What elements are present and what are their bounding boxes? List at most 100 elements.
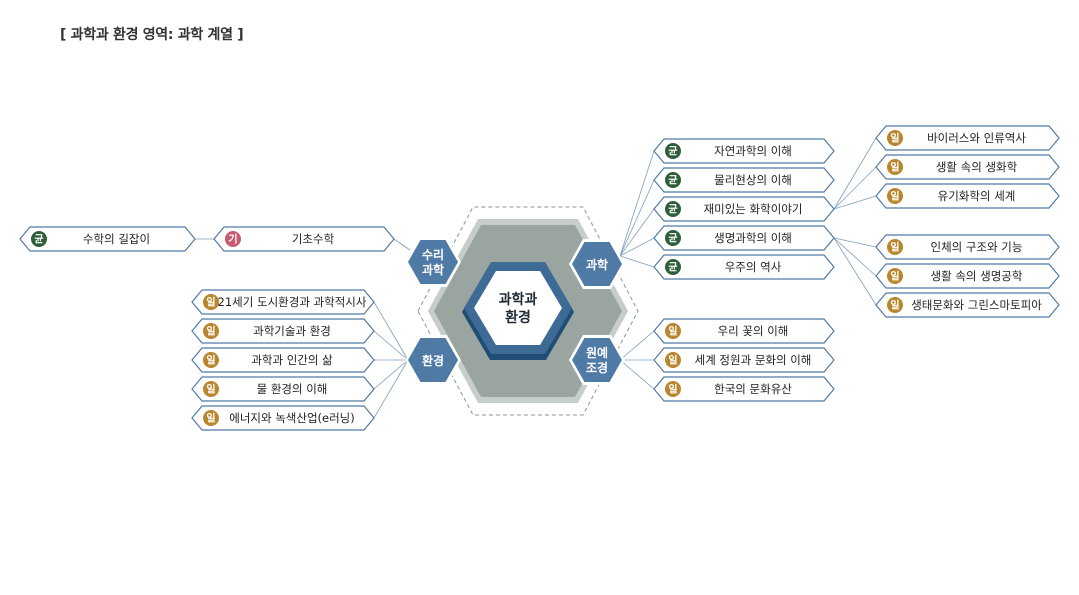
course-label: 물 환경의 이해 [257, 382, 328, 396]
badge-icon [887, 239, 903, 255]
course-env-4[interactable]: 일 에너지와 녹색산업(e러닝) [191, 405, 375, 431]
badge-label: 균 [668, 146, 677, 158]
course-box [191, 405, 375, 431]
connector-line [619, 237, 655, 257]
outer-dashed-hex [417, 206, 639, 416]
course-bio-0[interactable]: 일 인체의 구조와 기능 [875, 234, 1060, 260]
connector-line [373, 330, 409, 361]
connector-line [373, 301, 409, 361]
badge-label: 균 [668, 233, 677, 245]
course-label: 기초수학 [292, 232, 335, 246]
badge-label: 균 [668, 175, 677, 187]
badge-label: 균 [668, 262, 677, 274]
course-bio-2[interactable]: 일 생태문화와 그린스마토피아 [875, 292, 1060, 318]
badge-label: 일 [890, 241, 899, 254]
badge-label: 일 [206, 412, 215, 425]
course-garden-1[interactable]: 일 세계 정원과 문화의 이해 [653, 347, 835, 373]
course-box [191, 347, 375, 373]
category-label: 과학 [586, 257, 608, 272]
badge-icon [665, 143, 681, 159]
badge-icon [31, 231, 47, 247]
category-env[interactable]: 환경 [405, 335, 461, 385]
course-box [875, 183, 1060, 209]
course-box [653, 167, 835, 193]
course-science-3[interactable]: 균 생명과학의 이해 [653, 225, 835, 251]
course-label: 에너지와 녹색산업(e러닝) [229, 411, 355, 425]
course-label: 인체의 구조와 기능 [931, 240, 1023, 254]
course-science-0[interactable]: 균 자연과학의 이해 [653, 138, 835, 164]
course-box [653, 376, 835, 402]
course-chem-1[interactable]: 일 생활 속의 생화학 [875, 154, 1060, 180]
course-garden-2[interactable]: 일 한국의 문화유산 [653, 376, 835, 402]
badge-icon [203, 352, 219, 368]
badge-label: 일 [206, 296, 215, 309]
badge-icon [665, 230, 681, 246]
badge-label: 균 [34, 234, 43, 246]
category-label: 과학 [422, 262, 444, 277]
connector-lines [195, 137, 877, 419]
course-label: 생활 속의 생명공학 [931, 269, 1023, 283]
center-hex [474, 271, 562, 345]
badge-icon [665, 352, 681, 368]
course-box [653, 318, 835, 344]
course-label: 과학기술과 환경 [253, 324, 331, 338]
course-label: 한국의 문화유산 [714, 382, 792, 396]
badge-icon [665, 172, 681, 188]
course-bio-1[interactable]: 일 생활 속의 생명공학 [875, 263, 1060, 289]
course-box [653, 225, 835, 251]
category-science[interactable]: 과학 [569, 239, 625, 289]
connector-line [619, 150, 655, 257]
connector-line [619, 208, 655, 257]
course-box [653, 138, 835, 164]
course-box [653, 196, 835, 222]
course-label: 바이러스와 인류역사 [927, 131, 1026, 145]
course-label: 생명과학의 이해 [714, 231, 792, 245]
connector-line [373, 359, 409, 390]
connector-line [833, 237, 877, 306]
badge-label: 일 [890, 270, 899, 283]
badge-icon [887, 130, 903, 146]
connector-line [833, 195, 877, 210]
badge-icon [203, 410, 219, 426]
course-box [191, 376, 375, 402]
course-label: 세계 정원과 문화의 이해 [695, 353, 812, 367]
course-label: 생활 속의 생화학 [936, 160, 1018, 174]
badge-label: 일 [206, 354, 215, 367]
category-label: 조경 [586, 361, 608, 375]
category-hex [408, 338, 458, 382]
badge-icon [665, 323, 681, 339]
connector-line [619, 330, 655, 361]
badge-label: 일 [890, 299, 899, 312]
course-label: 우리 꽃의 이해 [718, 324, 789, 338]
badge-label: 일 [668, 354, 677, 367]
connector-line [619, 179, 655, 257]
category-hex [572, 242, 622, 286]
badge-label: 일 [668, 383, 677, 396]
course-box [653, 254, 835, 280]
connector-line [619, 255, 655, 268]
course-label: 자연과학의 이해 [714, 144, 792, 158]
course-label: 유기화학의 세계 [938, 189, 1016, 203]
center-label-line2: 환경 [505, 309, 531, 326]
course-box [213, 226, 395, 252]
course-label: 생태문화와 그린스마토피아 [911, 298, 1042, 312]
course-box [875, 263, 1060, 289]
badge-label: 일 [890, 161, 899, 174]
page-title: [ 과학과 환경 영역: 과학 계열 ] [60, 27, 244, 43]
connector-line [833, 166, 877, 210]
